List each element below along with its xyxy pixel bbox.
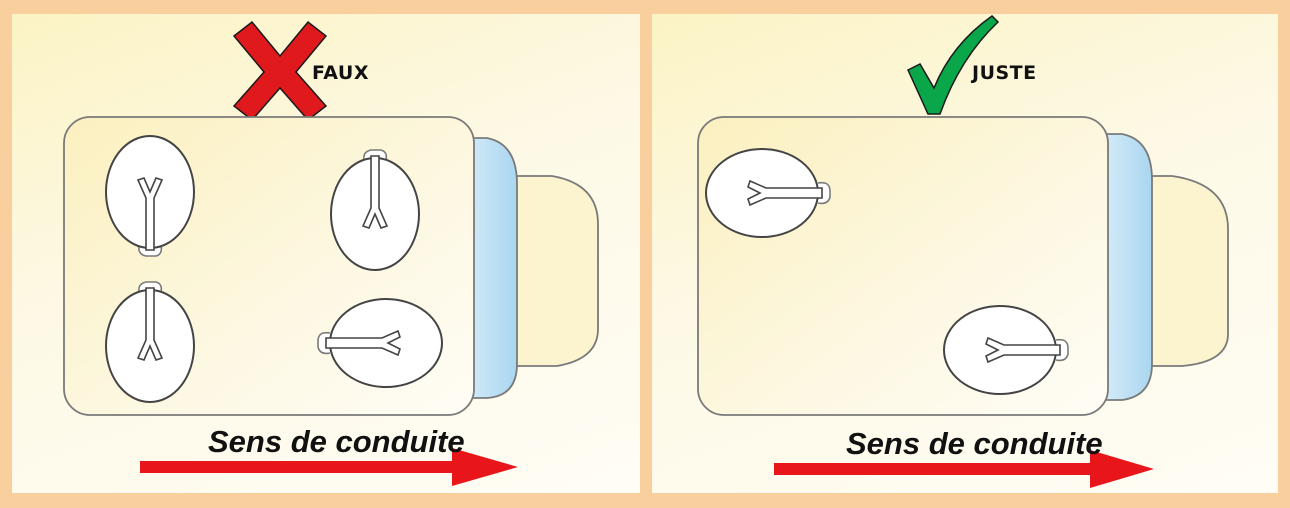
wheel-top-left [105,135,195,257]
label-juste: JUSTE [972,62,1037,84]
panel-faux: FAUX Sens de conduite [12,14,640,493]
driving-direction-arrow [774,450,1154,488]
caption-sens-de-conduite: Sens de conduite [208,424,465,459]
x-mark-icon [232,20,328,122]
wheel-front-right [943,305,1069,395]
trailer-diagram-faux [63,20,599,486]
wheel-front-left [705,148,831,238]
trailer-diagram-juste [697,15,1229,488]
label-faux: FAUX [312,62,369,84]
wheel-bottom-right [317,298,443,388]
driving-direction-arrow [140,448,518,486]
checkmark-icon [907,15,1000,115]
panel-juste: JUSTE Sens de conduite [652,14,1278,493]
wheel-bottom-left [105,281,195,403]
caption-sens-de-conduite: Sens de conduite [846,426,1103,461]
wheel-top-right [330,149,420,271]
trailer-tongue [1146,175,1229,367]
trailer-tongue [508,175,599,367]
